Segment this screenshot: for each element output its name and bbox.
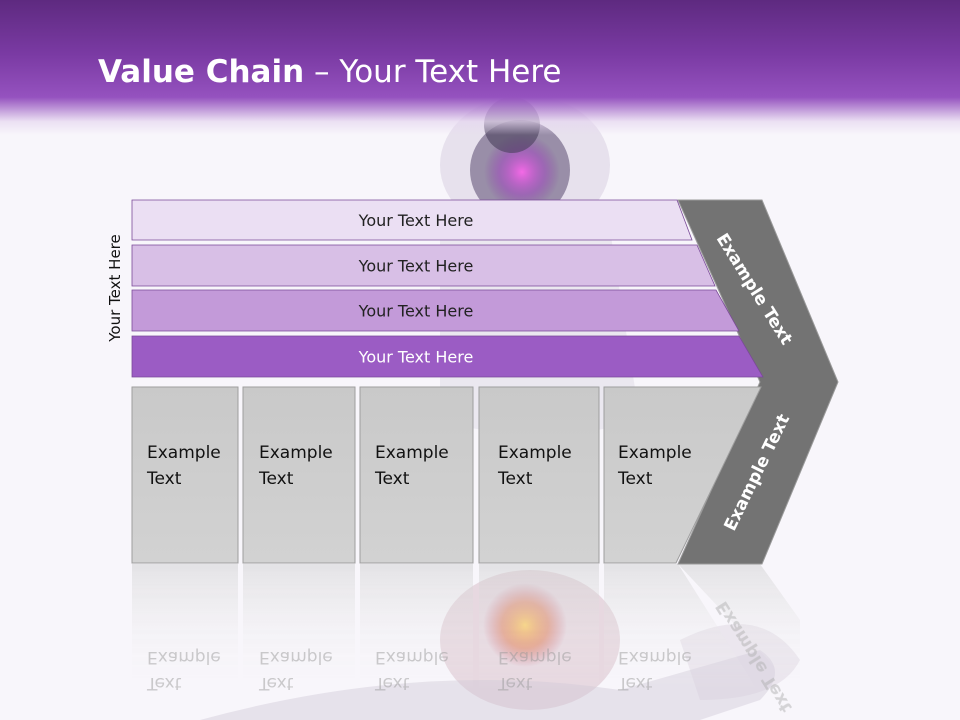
reflection-box <box>479 564 599 694</box>
box-text: Text <box>497 469 533 489</box>
reflection-text: Example <box>147 647 221 667</box>
reflection-box <box>243 564 355 694</box>
box-text: Text <box>617 469 653 489</box>
support-row-bar <box>131 244 716 287</box>
header-band <box>0 0 960 135</box>
support-row-label: Your Text Here <box>358 257 474 276</box>
reflection-text: Text <box>617 673 653 693</box>
reflection-text: Text <box>258 673 294 693</box>
reflection-box <box>132 564 238 694</box>
box-text: Example <box>498 443 572 463</box>
title-rest: – Your Text Here <box>304 54 562 90</box>
title-bold: Value Chain <box>98 54 305 90</box>
box-text: Text <box>374 469 410 489</box>
activity-box-last <box>603 386 762 564</box>
chevron-arrow <box>677 199 839 565</box>
reflection-text: Text <box>374 673 410 693</box>
reflection-chevron <box>678 564 800 694</box>
support-row-label: Your Text Here <box>358 211 474 230</box>
slide-title: Value Chain – Your Text Here <box>98 54 561 90</box>
box-text: Example <box>375 443 449 463</box>
support-row-label: Your Text Here <box>358 348 474 367</box>
support-row-bar <box>131 289 740 332</box>
primary-activity-boxes: Example Text Example Text Example Text E… <box>131 386 762 564</box>
box-text: Example <box>147 443 221 463</box>
activity-box <box>131 386 239 564</box>
reflection-box <box>360 564 473 694</box>
support-row-bar <box>131 199 693 241</box>
box-text: Text <box>146 469 182 489</box>
box-text: Example <box>259 443 333 463</box>
reflection-group: Example Text Example Text Example Text E… <box>132 564 800 716</box>
reflection-text: Example <box>498 647 572 667</box>
reflection-text: Example <box>618 647 692 667</box>
activity-box <box>478 386 600 564</box>
reflection-text: Example <box>259 647 333 667</box>
reflection-text: Text <box>146 673 182 693</box>
reflection-text: Example <box>375 647 449 667</box>
reflection-box <box>604 564 760 694</box>
activity-box <box>242 386 356 564</box>
box-text: Text <box>258 469 294 489</box>
support-row-label: Your Text Here <box>358 302 474 321</box>
support-row-bar <box>131 335 764 378</box>
reflection-text: Text <box>497 673 533 693</box>
activity-box <box>359 386 474 564</box>
box-text: Example <box>618 443 692 463</box>
